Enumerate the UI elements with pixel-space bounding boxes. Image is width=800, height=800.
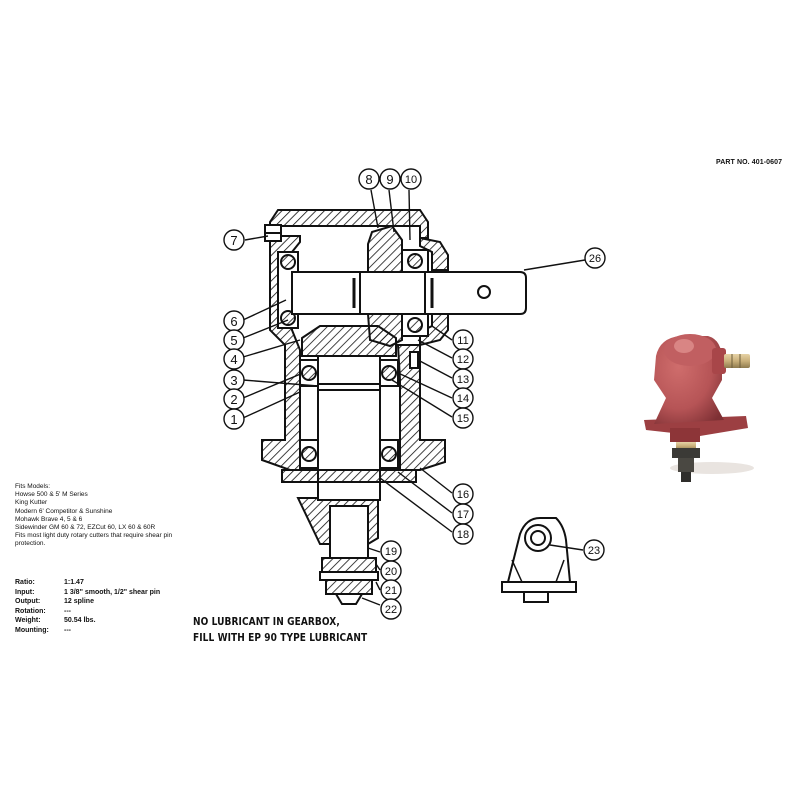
gearbox-mount-view xyxy=(501,517,577,603)
callout-13: 13 xyxy=(452,368,474,390)
lubricant-notice: NO LUBRICANT IN GEARBOX, FILL WITH EP 90… xyxy=(193,614,367,646)
spec-label: Ratio: xyxy=(15,579,35,586)
callout-26: 26 xyxy=(584,247,606,269)
svg-text:8: 8 xyxy=(365,172,372,187)
spec-value: --- xyxy=(64,626,71,634)
callout-21: 21 xyxy=(380,579,402,601)
spec-row-input: Input: 1 3/8" smooth, 1/2" shear pin xyxy=(15,588,160,598)
spec-label: Rotation: xyxy=(15,607,46,615)
spec-row-output: Output: 12 spline xyxy=(15,597,160,607)
spec-label: Output: xyxy=(15,598,41,605)
part-number: PART NO. 401-0607 xyxy=(716,159,783,166)
specs-table: Ratio: 1:1.47 Input: 1 3/8" smooth, 1/2"… xyxy=(15,578,160,635)
callout-4: 4 xyxy=(223,348,245,370)
callout-20: 20 xyxy=(380,560,402,582)
callout-6: 6 xyxy=(223,310,245,332)
callout-1: 1 xyxy=(223,408,245,430)
svg-text:17: 17 xyxy=(457,509,469,521)
fits-model-line: Fits most light duty rotary cutters that… xyxy=(15,532,173,548)
notice-line-2: FILL WITH EP 90 TYPE LUBRICANT xyxy=(193,631,368,644)
callout-22: 22 xyxy=(380,598,402,620)
fits-models: Fits Models: Howse 500 & 5' M Series Kin… xyxy=(15,483,215,549)
gearbox-product-photo xyxy=(644,334,754,482)
callout-14: 14 xyxy=(452,387,474,409)
callout-9: 9 xyxy=(379,168,401,190)
callout-7: 7 xyxy=(223,229,245,251)
svg-text:6: 6 xyxy=(230,314,237,329)
svg-text:26: 26 xyxy=(589,253,601,265)
callout-10: 10 xyxy=(400,168,422,190)
svg-text:19: 19 xyxy=(385,546,397,558)
fits-model-line: Howse 500 & 5' M Series xyxy=(15,491,88,499)
svg-text:12: 12 xyxy=(457,354,469,366)
svg-text:11: 11 xyxy=(457,335,468,347)
notice-line-1: NO LUBRICANT IN GEARBOX, xyxy=(193,615,340,628)
svg-text:4: 4 xyxy=(230,352,237,367)
callout-5: 5 xyxy=(223,329,245,351)
spec-value: --- xyxy=(64,607,71,615)
spec-label: Input: xyxy=(15,588,35,596)
svg-text:18: 18 xyxy=(457,529,469,541)
spec-row-mounting: Mounting: --- xyxy=(15,626,160,636)
spec-row-weight: Weight: 50.54 lbs. xyxy=(15,616,160,626)
callout-23: 23 xyxy=(583,539,605,561)
gearbox-cross-section xyxy=(261,209,527,605)
fits-models-heading: Fits Models: xyxy=(15,483,51,490)
spec-label: Mounting: xyxy=(15,626,49,634)
svg-text:21: 21 xyxy=(385,585,397,597)
callout-16: 16 xyxy=(452,483,474,505)
callout-18: 18 xyxy=(452,523,474,545)
spec-value: 1:1.47 xyxy=(64,579,84,586)
callout-12: 12 xyxy=(452,348,474,370)
callouts: 7 8 9 10 26 6 5 4 3 2 1 11 12 13 14 15 1… xyxy=(223,168,606,620)
svg-text:2: 2 xyxy=(230,392,237,407)
spec-value: 1 3/8" smooth, 1/2" shear pin xyxy=(64,588,161,596)
callout-2: 2 xyxy=(223,388,245,410)
svg-text:22: 22 xyxy=(385,604,397,616)
callout-17: 17 xyxy=(452,503,474,525)
svg-text:15: 15 xyxy=(457,413,469,425)
fits-model-line: Modern 6' Competitor & Sunshine xyxy=(15,507,113,515)
svg-text:9: 9 xyxy=(386,172,393,187)
fits-model-line: Mohawk Brave 4, 5 & 6 xyxy=(15,515,83,523)
svg-text:1: 1 xyxy=(230,412,237,427)
svg-text:7: 7 xyxy=(230,233,237,248)
spec-row-ratio: Ratio: 1:1.47 xyxy=(15,578,160,588)
callout-11: 11 xyxy=(452,329,474,351)
svg-text:5: 5 xyxy=(230,333,237,348)
callout-19: 19 xyxy=(380,540,402,562)
svg-text:3: 3 xyxy=(230,373,237,388)
svg-text:16: 16 xyxy=(457,489,469,501)
svg-text:13: 13 xyxy=(457,374,469,386)
spec-value: 50.54 lbs. xyxy=(64,617,96,624)
callout-8: 8 xyxy=(358,168,380,190)
callout-15: 15 xyxy=(452,407,474,429)
fits-model-line: Sidewinder GM 60 & 72, EZCut 60, LX 60 &… xyxy=(15,524,156,532)
spec-value: 12 spline xyxy=(64,598,94,605)
svg-text:23: 23 xyxy=(588,545,600,557)
spec-label: Weight: xyxy=(15,617,41,624)
fits-model-line: King Kutter xyxy=(15,499,48,507)
svg-text:10: 10 xyxy=(405,174,417,186)
spec-row-rotation: Rotation: --- xyxy=(15,607,160,617)
svg-text:20: 20 xyxy=(385,566,397,578)
svg-text:14: 14 xyxy=(457,393,469,405)
callout-3: 3 xyxy=(223,369,245,391)
leader-lines xyxy=(242,189,586,606)
